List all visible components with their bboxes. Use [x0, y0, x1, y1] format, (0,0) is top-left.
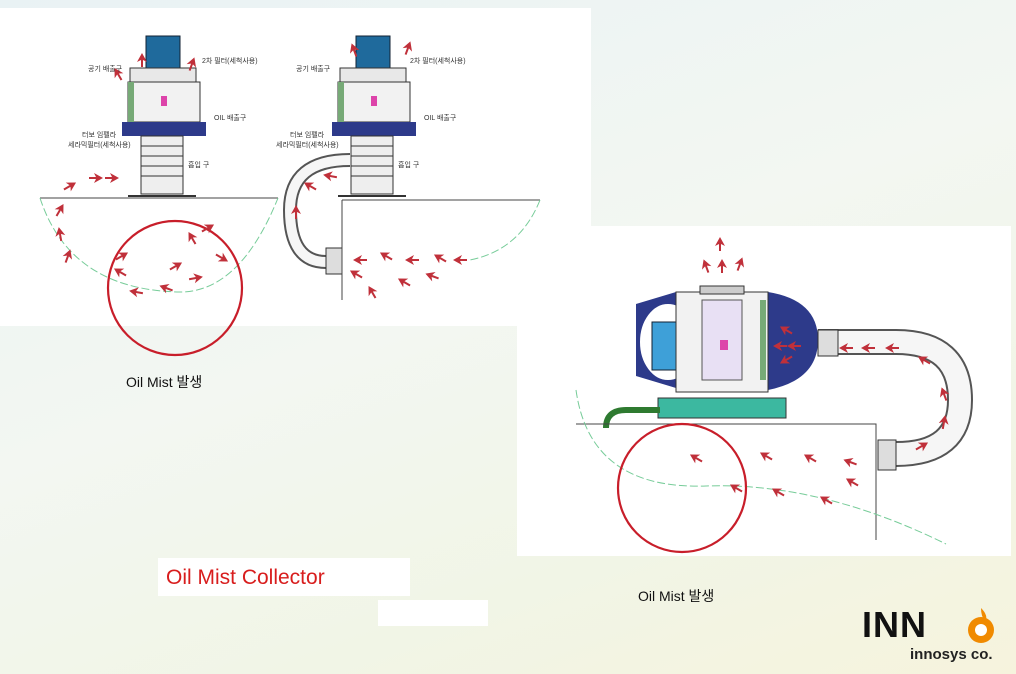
- page-title: Oil Mist Collector: [166, 566, 325, 589]
- label-turbo-impeller-2: 터보 임펠라: [290, 132, 325, 139]
- collector-unit-3: [603, 285, 974, 471]
- label-ceramic-filter-1: 세라믹필터(세척사용): [68, 142, 131, 149]
- label-secondary-filter-1: 2차 필터(세척사용): [202, 58, 258, 65]
- caption-left: Oil Mist 발생: [126, 374, 203, 390]
- left-diagram-panel: [0, 8, 591, 326]
- logo-subtitle: innosys co.: [910, 646, 993, 663]
- label-air-outlet-1: 공기 배출구: [88, 66, 123, 73]
- label-turbo-impeller-1: 터보 임펠라: [82, 132, 117, 139]
- logo-mark: INN: [862, 604, 927, 645]
- label-oil-outlet-2: OIL 배출구: [424, 115, 457, 122]
- collector-unit-1: [122, 35, 206, 197]
- label-ceramic-filter-2: 세라믹필터(세척사용): [276, 142, 339, 149]
- label-secondary-filter-2: 2차 필터(세척사용): [410, 58, 466, 65]
- label-oil-outlet-1: OIL 배출구: [214, 115, 247, 122]
- label-air-outlet-2: 공기 배출구: [296, 66, 331, 73]
- oil-mist-circle-right: [616, 422, 748, 554]
- blank-box: [378, 600, 488, 626]
- caption-right: Oil Mist 발생: [638, 588, 715, 604]
- logo-flame-icon: [968, 608, 994, 643]
- title-box: [158, 558, 410, 596]
- company-logo: INN innosys co.: [862, 604, 1002, 666]
- label-inlet-1: 흡입 구: [188, 162, 210, 169]
- collector-unit-2: [282, 35, 416, 275]
- oil-mist-circle-left: [106, 219, 244, 357]
- label-inlet-2: 흡입 구: [398, 162, 420, 169]
